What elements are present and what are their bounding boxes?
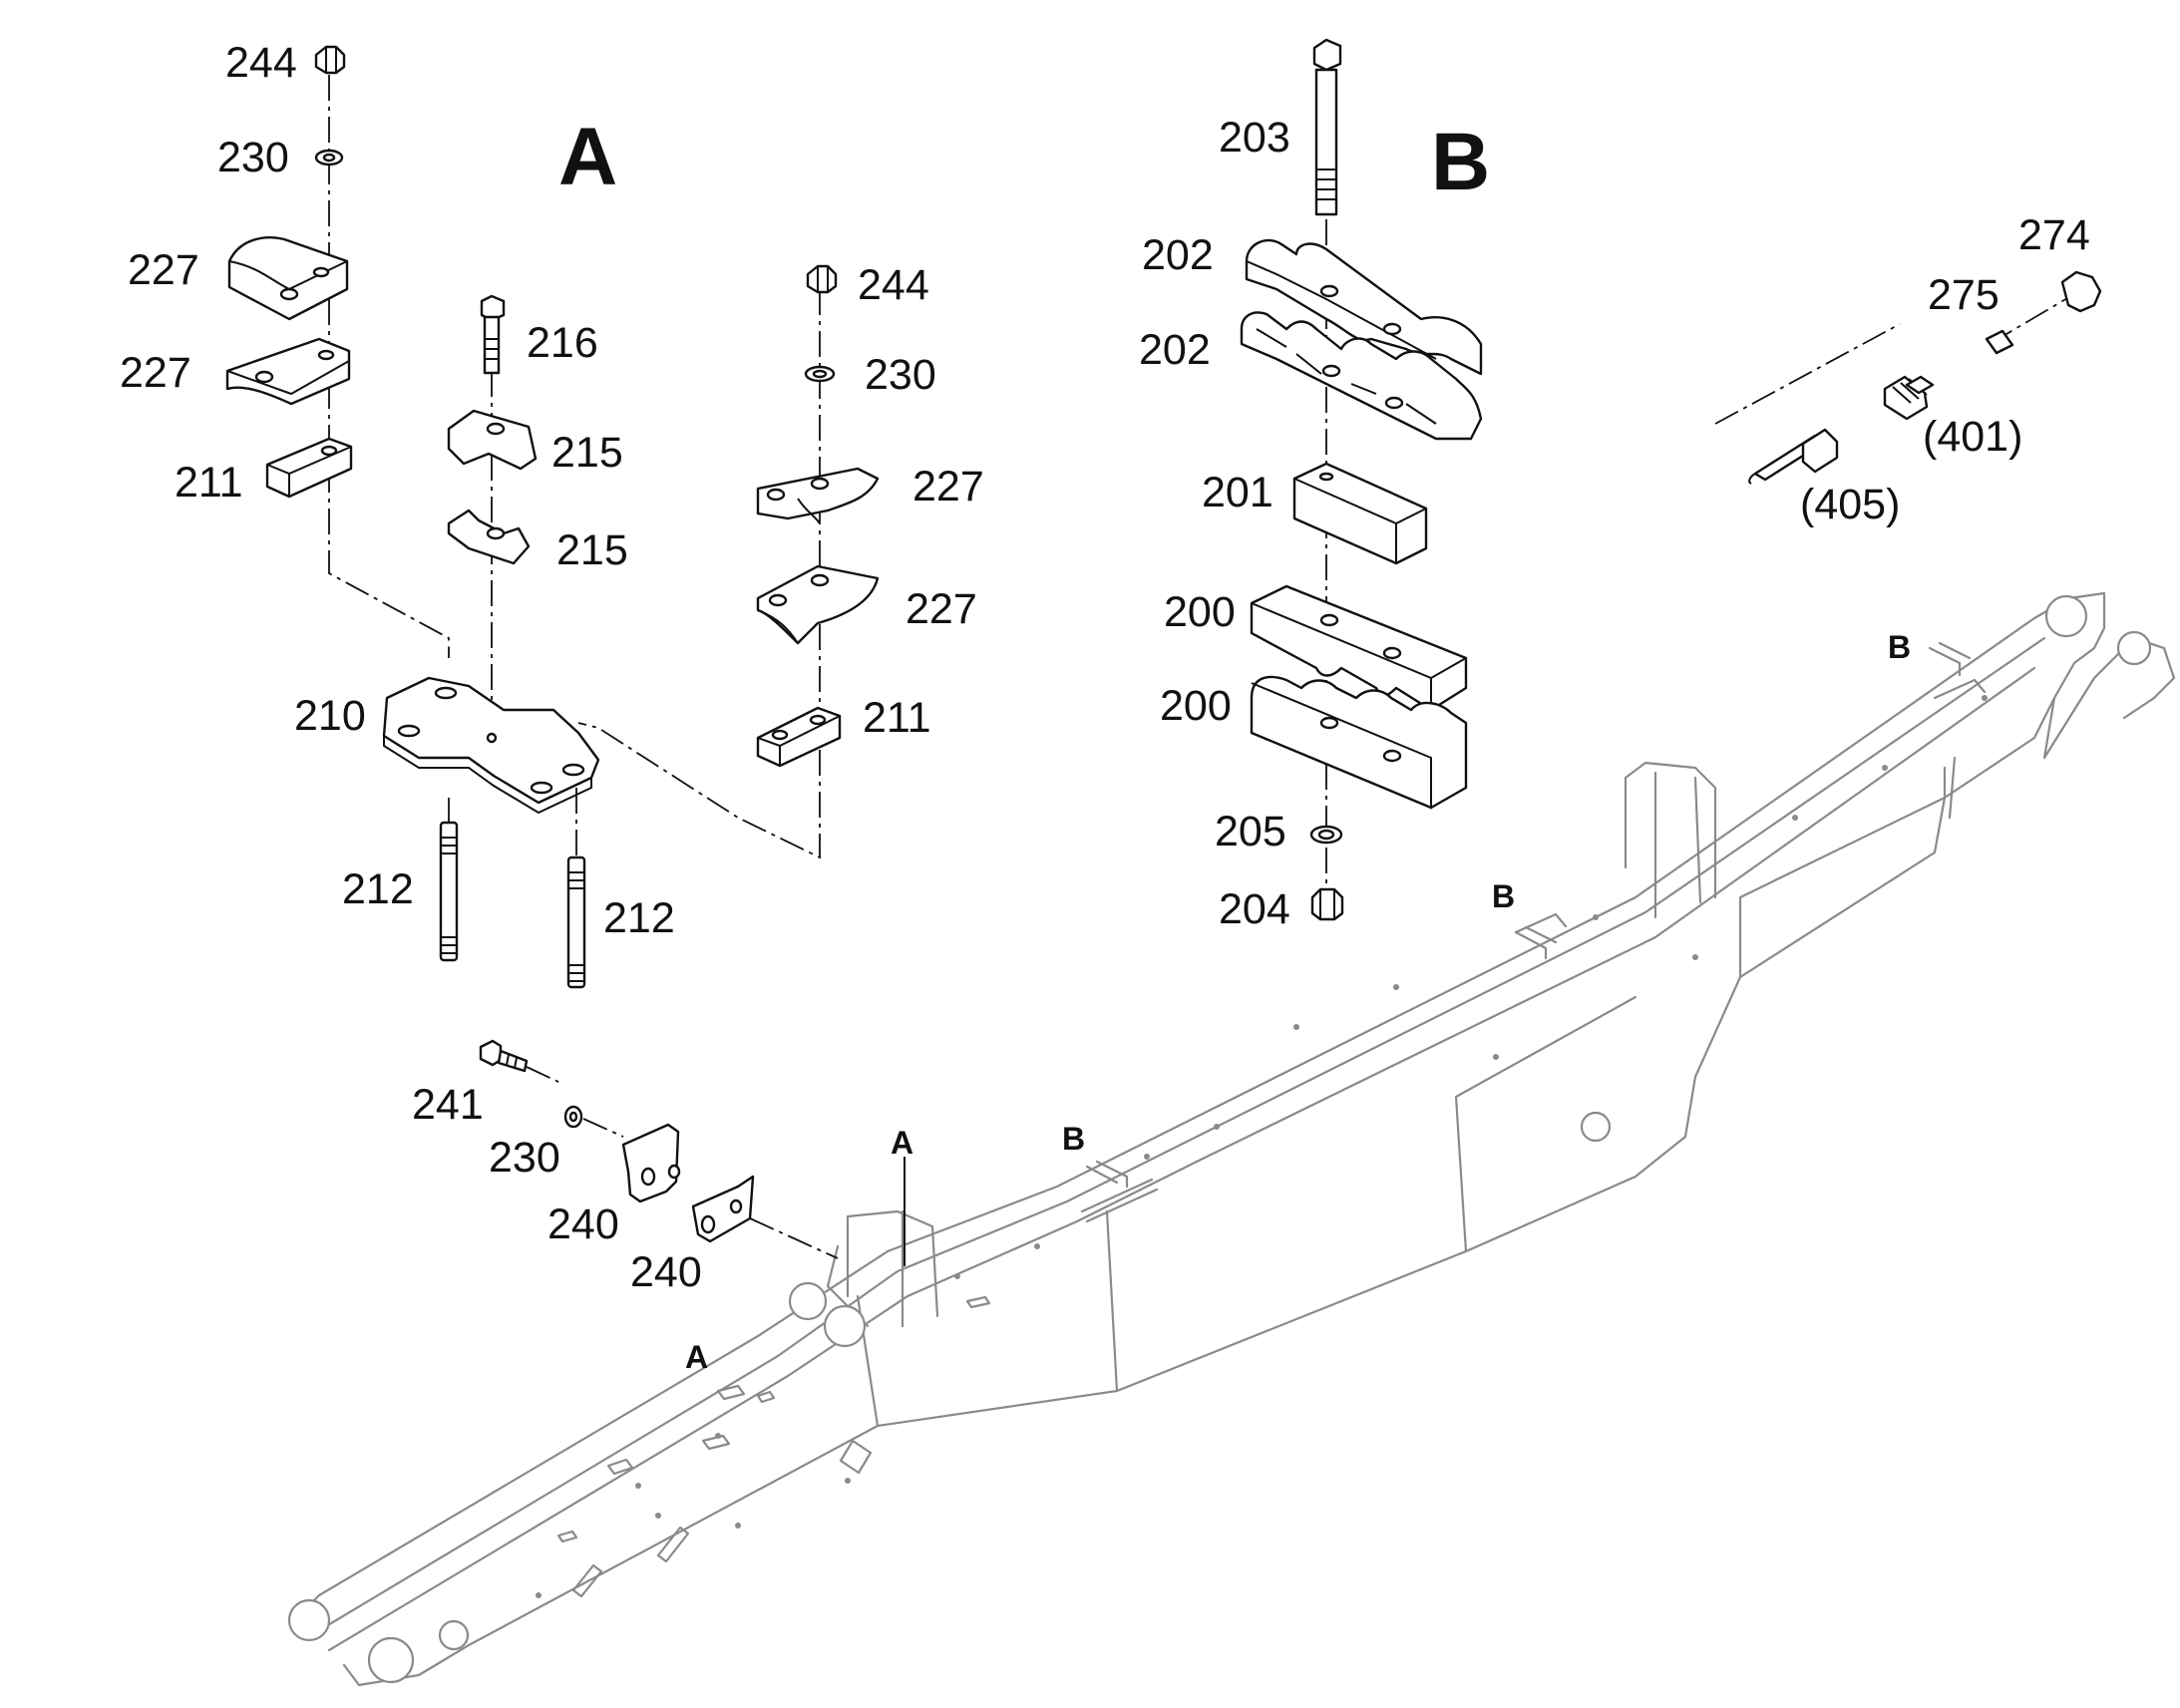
- marker-a-lower: A: [685, 1339, 708, 1375]
- callout-244: 244: [225, 39, 297, 87]
- callouts: 244 230 227 227 211 216 215 215 244 230 …: [120, 39, 2090, 1296]
- section-b-exploded: [1240, 38, 2102, 921]
- callout-227: 227: [120, 349, 191, 397]
- marker-b-far: B: [1888, 629, 1911, 665]
- callout-200: 200: [1160, 682, 1232, 730]
- callout-240: 240: [630, 1248, 702, 1296]
- callout-202: 202: [1142, 231, 1214, 279]
- callout-204: 204: [1219, 885, 1290, 933]
- callout-241: 241: [412, 1081, 484, 1129]
- callout-215: 215: [551, 429, 623, 477]
- callout-227: 227: [906, 585, 977, 633]
- callout-405: (405): [1800, 481, 1900, 528]
- section-a-title: A: [558, 112, 617, 202]
- callout-244: 244: [858, 261, 929, 309]
- callout-230: 230: [217, 134, 289, 181]
- callout-401: (401): [1923, 413, 2022, 461]
- section-b-title: B: [1431, 117, 1490, 207]
- callout-212: 212: [342, 865, 414, 913]
- callout-275: 275: [1928, 271, 1999, 319]
- callout-211: 211: [863, 694, 931, 742]
- callout-274: 274: [2018, 211, 2090, 259]
- marker-a-upper: A: [891, 1125, 913, 1161]
- marker-b-mid: B: [1492, 878, 1515, 914]
- callout-240: 240: [547, 1200, 619, 1248]
- section-a-exploded: [225, 45, 880, 1259]
- callout-203: 203: [1219, 114, 1290, 162]
- callout-215: 215: [556, 526, 628, 574]
- callout-227: 227: [128, 246, 199, 294]
- callout-201: 201: [1202, 469, 1273, 516]
- callout-230: 230: [489, 1134, 560, 1182]
- callout-200: 200: [1164, 588, 1236, 636]
- callout-227: 227: [912, 463, 984, 511]
- callout-210: 210: [294, 692, 366, 740]
- callout-230: 230: [865, 351, 936, 399]
- callout-202: 202: [1139, 326, 1211, 374]
- callout-212: 212: [603, 894, 675, 942]
- marker-b-near: B: [1062, 1121, 1085, 1157]
- boom-location-markers: A A B B B: [685, 629, 1911, 1375]
- callout-205: 205: [1215, 808, 1286, 855]
- callout-211: 211: [175, 459, 243, 507]
- callout-216: 216: [527, 319, 598, 367]
- boom-assembly: [287, 591, 2176, 1687]
